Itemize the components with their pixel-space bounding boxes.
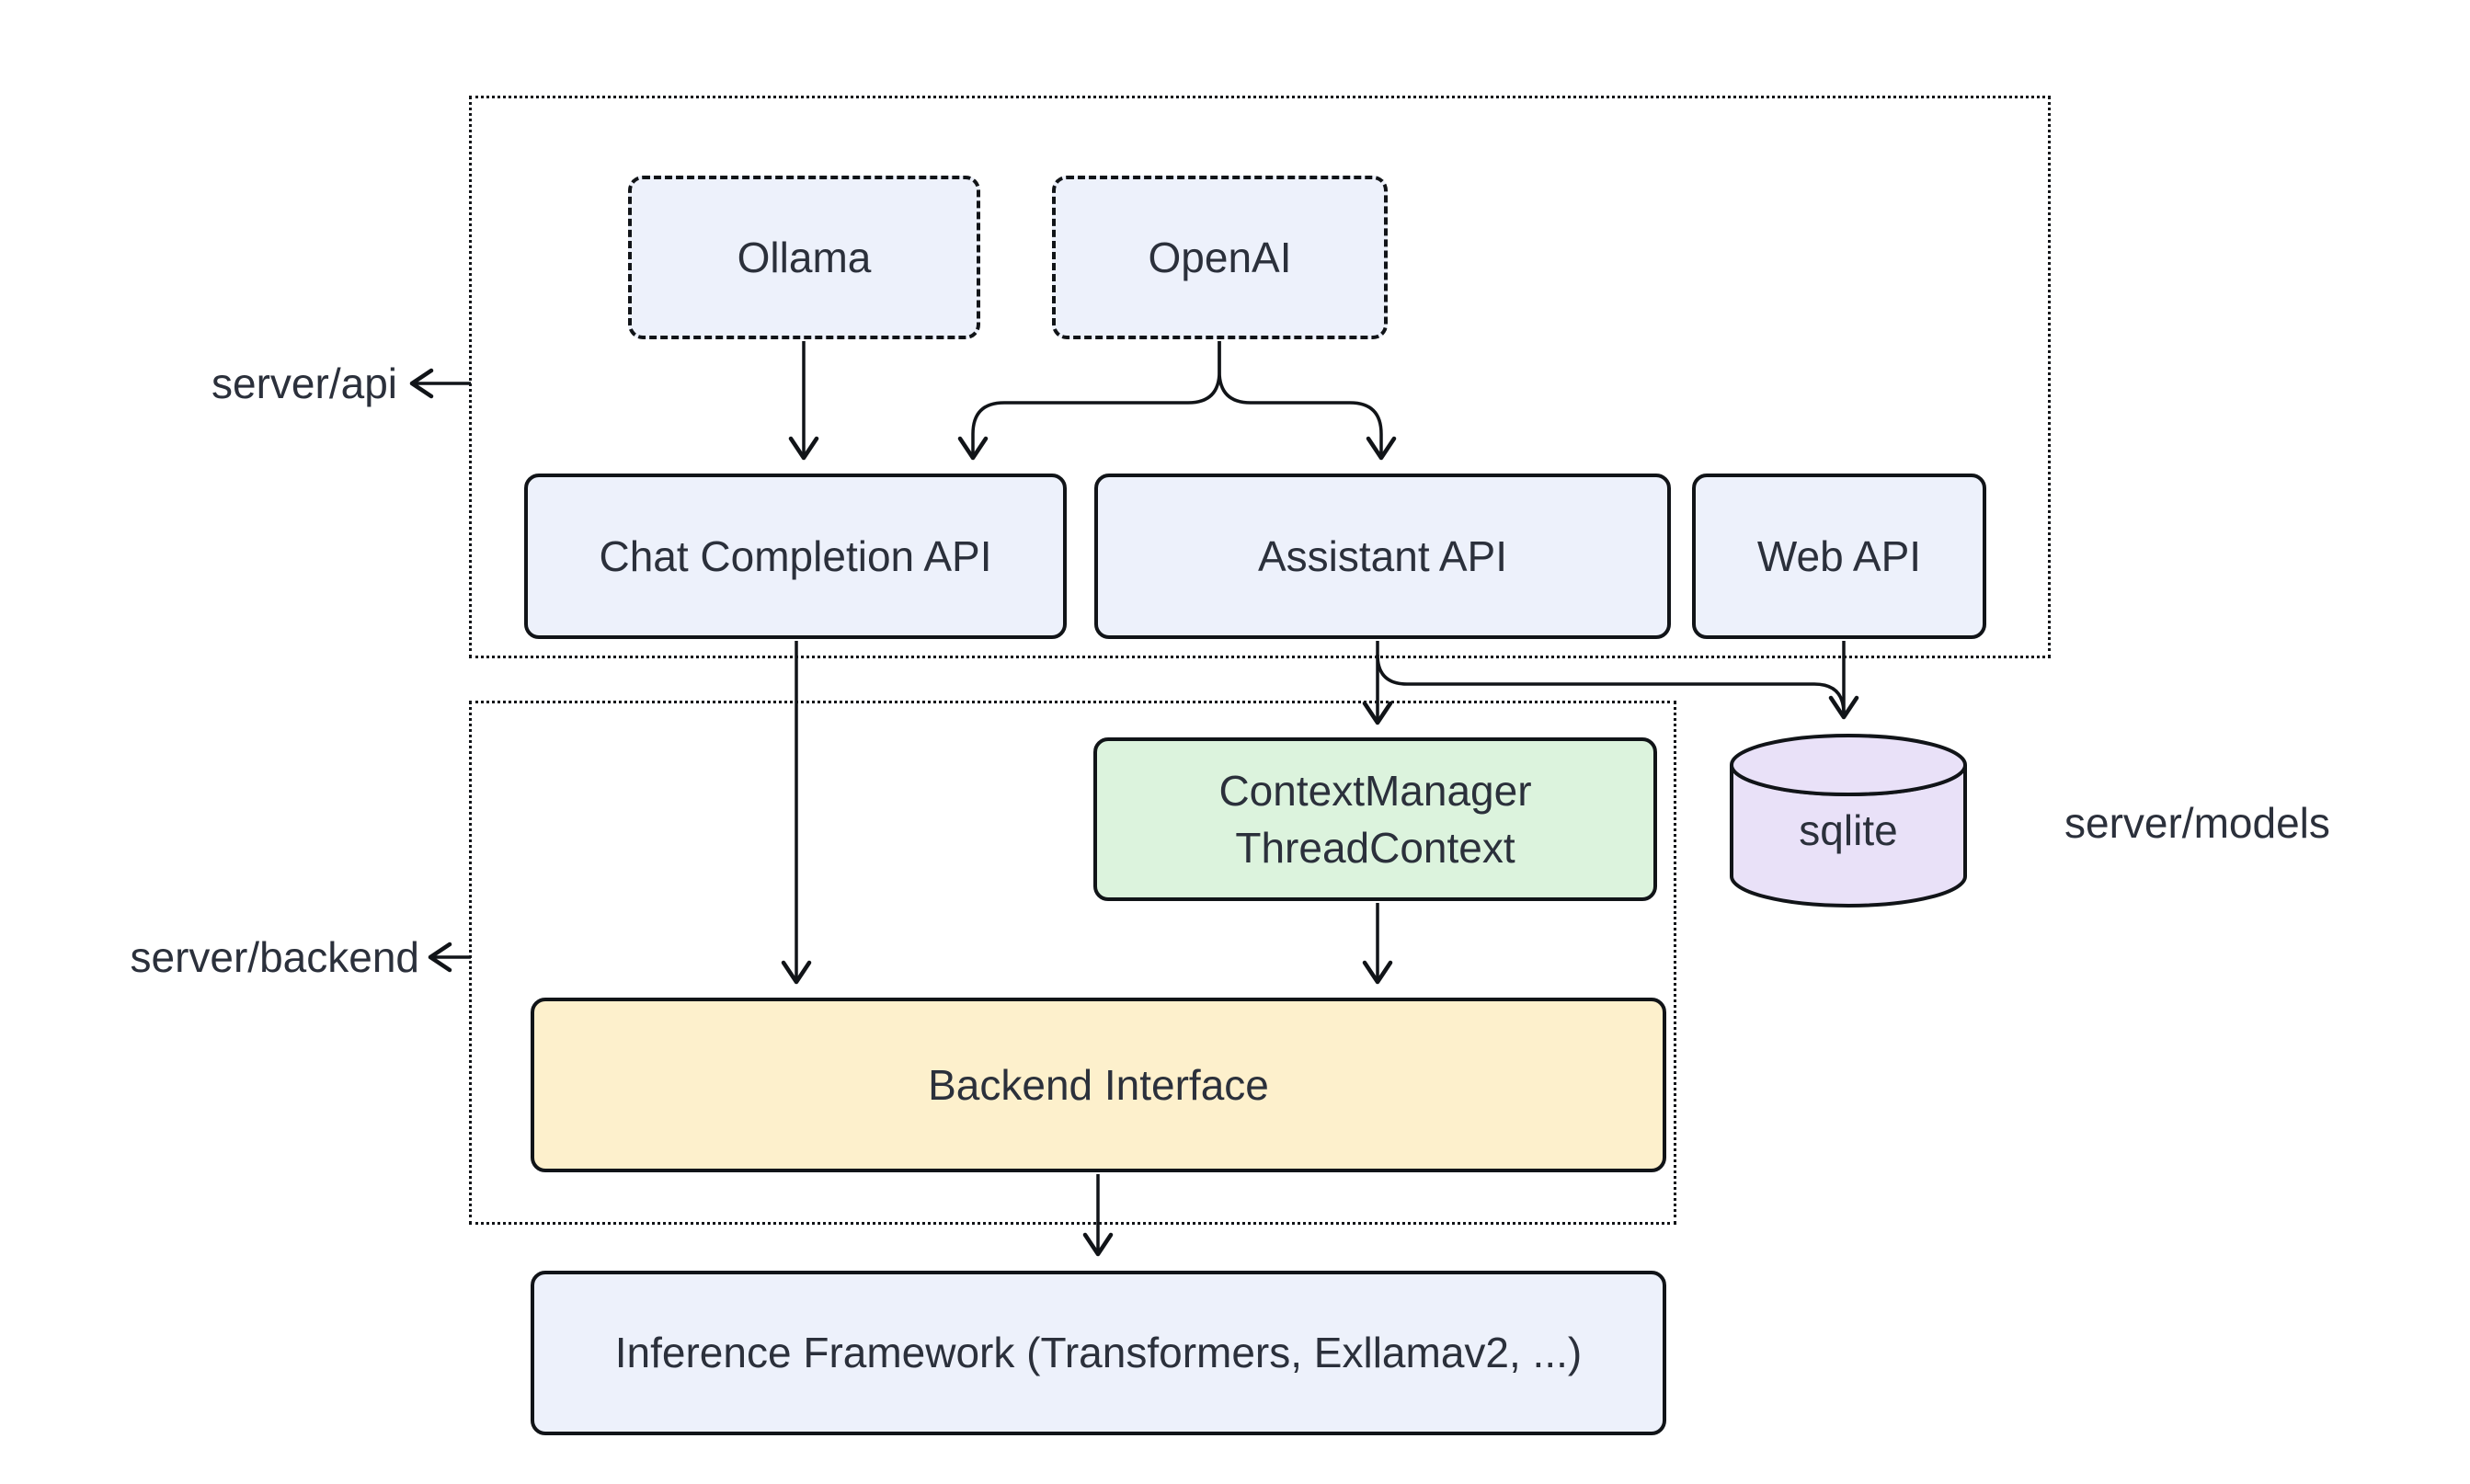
node-openai: OpenAI	[1052, 176, 1388, 339]
node-backend-interface: Backend Interface	[531, 998, 1666, 1172]
group-label-server-models-text: server/models	[2064, 799, 2330, 847]
group-server-api	[469, 96, 2051, 658]
node-chat-completion-api-label: Chat Completion API	[599, 531, 992, 580]
edge-assistant-sqlite	[1376, 654, 1846, 717]
node-ollama-label: Ollama	[737, 233, 872, 281]
node-backend-interface-label: Backend Interface	[928, 1060, 1269, 1109]
group-label-server-backend: server/backend	[83, 932, 420, 982]
sqlite-cylinder-icon	[1730, 734, 1967, 908]
node-assistant-api-label: Assistant API	[1257, 531, 1507, 580]
group-label-server-api: server/api	[138, 359, 397, 408]
node-ollama: Ollama	[628, 176, 980, 339]
node-assistant-api: Assistant API	[1094, 474, 1671, 639]
node-web-api-label: Web API	[1756, 531, 1922, 580]
node-context-manager: ContextManager ThreadContext	[1093, 737, 1657, 901]
node-sqlite-label: sqlite	[1799, 805, 1898, 854]
node-openai-label: OpenAI	[1148, 233, 1292, 281]
group-label-server-models: server/models	[2064, 798, 2330, 848]
node-chat-completion-api: Chat Completion API	[524, 474, 1067, 639]
edge-openai-chat	[957, 341, 1221, 461]
group-label-server-api-text: server/api	[212, 360, 397, 407]
node-inference-framework-label: Inference Framework (Transformers, Exlla…	[614, 1329, 1583, 1377]
edge-openai-assistant	[1218, 341, 1397, 461]
node-web-api: Web API	[1692, 474, 1986, 639]
group-label-server-backend-text: server/backend	[130, 933, 420, 981]
node-inference-framework: Inference Framework (Transformers, Exlla…	[531, 1271, 1666, 1435]
node-context-manager-label: ContextManager ThreadContext	[1218, 766, 1532, 872]
node-sqlite: sqlite	[1732, 777, 1965, 883]
group-server-backend	[469, 701, 1676, 1225]
